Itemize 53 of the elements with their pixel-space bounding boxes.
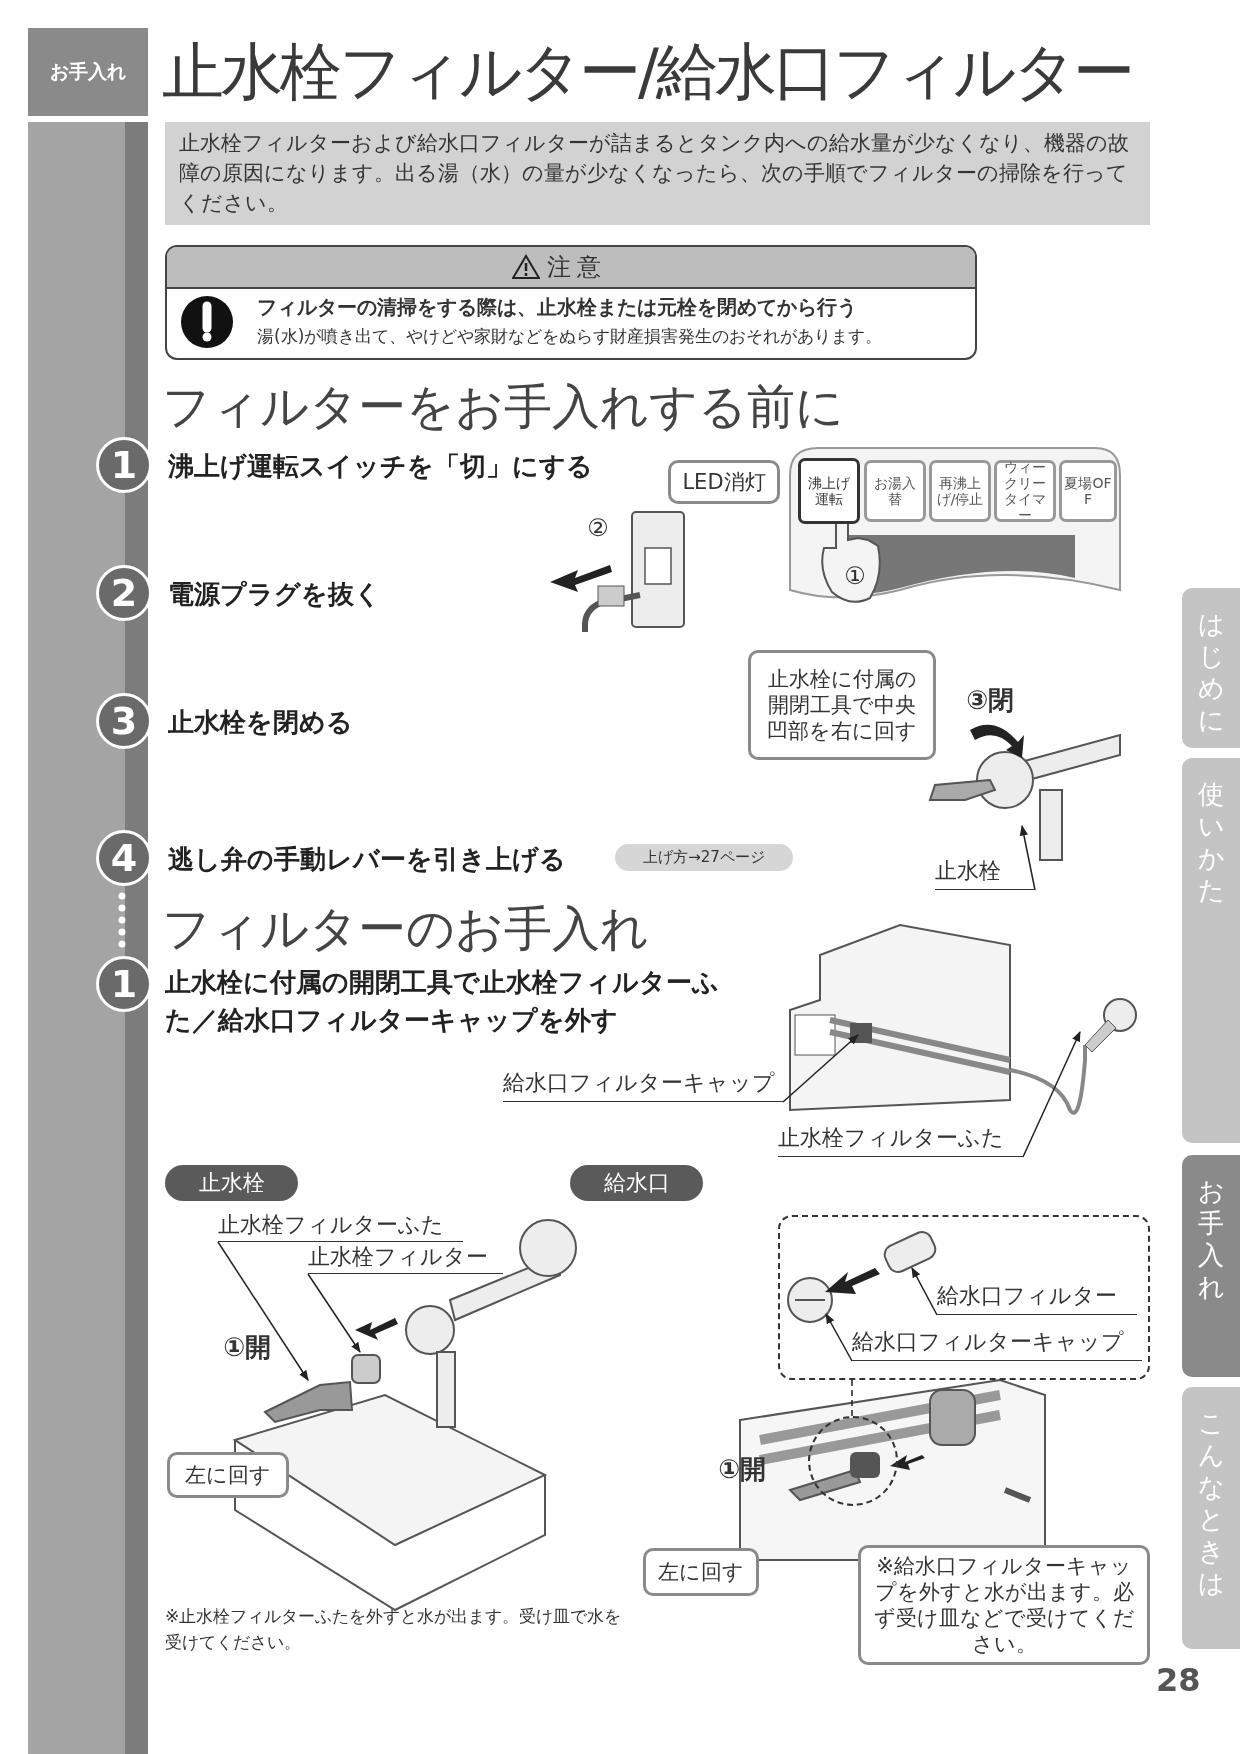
panel-switch: お湯入替 [864,460,926,522]
step-marker: ② [586,513,610,544]
caution-note: 湯(水)が噴き出て、やけどや家財などをぬらす財産損害発生のおそれがあります。 [257,325,883,348]
caution-box [165,245,977,360]
side-tab: こんなときは [1182,1387,1240,1649]
panel-switch: ウィークリータイマー [994,460,1056,522]
callout-bubble: ※給水口フィルターキャップを外すと水が出ます。必ず受け皿などで受けてください。 [858,1545,1150,1665]
leader-line [825,1313,853,1362]
part-label: 止水栓フィルターふた [218,1210,463,1242]
panel-switch: 再沸上げ/停止 [929,460,991,522]
section-heading: フィルターのお手入れ [162,899,650,958]
side-tab: お手入れ [1182,1155,1240,1377]
leader-line [911,1267,938,1316]
side-tab: 使いかた [1182,758,1240,1143]
panel-switch: 沸上げ運転 [798,458,860,524]
caution-heading: 注意 [547,252,607,283]
callout-bubble: 止水栓に付属の開閉工具で中央凹部を右に回す [748,650,936,760]
detail-frame [778,1215,1150,1380]
leader-line [1019,824,1036,891]
part-label: 給水口フィルターキャップ [503,1068,783,1102]
page-reference-tag: 上げ方→27ページ [615,844,793,871]
detail-circle [808,1416,898,1506]
part-label: 止水栓フィルター [308,1242,503,1274]
section-tag: 給水口 [570,1165,703,1201]
step-text: 止水栓を閉める [168,706,354,739]
leader-line [217,1241,309,1381]
action-marker: ①開 [223,1331,272,1364]
note-text: ※止水栓フィルターふたを外すと水が出ます。受け皿で水を受けてください。 [165,1605,623,1654]
part-label: 給水口フィルターキャップ [852,1327,1142,1361]
action-marker: ①開 [718,1453,767,1486]
dashed-connector [851,1379,853,1417]
caution-text: フィルターの清掃をする際は、止水栓または元栓を閉めてから行う [257,294,857,321]
section-heading: フィルターをお手入れする前に [162,377,845,436]
step-text: 止水栓に付属の開閉工具で止水栓フィルターふた／給水口フィルターキャップを外す [165,966,720,1037]
leader-line [307,1273,361,1353]
section-tag: 止水栓 [165,1165,298,1201]
step-text: 電源プラグを抜く [168,578,382,611]
panel-switch: 夏場OFF [1059,460,1117,522]
step-marker: ① [843,561,867,592]
step-text: 逃し弁の手動レバーを引き上げる [168,843,567,876]
section-header: お手入れ [28,28,148,116]
side-tab: はじめに [1182,588,1240,748]
callout-bubble: 左に回す [643,1548,759,1596]
page-number: 28 [1156,1660,1202,1700]
part-label: 止水栓フィルターふた [778,1123,1023,1157]
action-marker: ③閉 [966,684,1015,717]
part-label: 給水口フィルター [937,1281,1137,1315]
part-label: 止水栓 [935,856,1035,890]
leader-line [1022,1031,1081,1158]
callout-bubble: LED消灯 [668,460,780,504]
page-title: 止水栓フィルター/給水口フィルター [162,34,1132,110]
intro-box: 止水栓フィルターおよび給水口フィルターが詰まるとタンク内への給水量が少なくなり、機器の故障の原因になります。出る湯（水）の量が少なくなったら、次の手順でフィルターの掃除を行ってください。 [165,122,1150,225]
callout-bubble: 左に回す [167,1452,289,1498]
